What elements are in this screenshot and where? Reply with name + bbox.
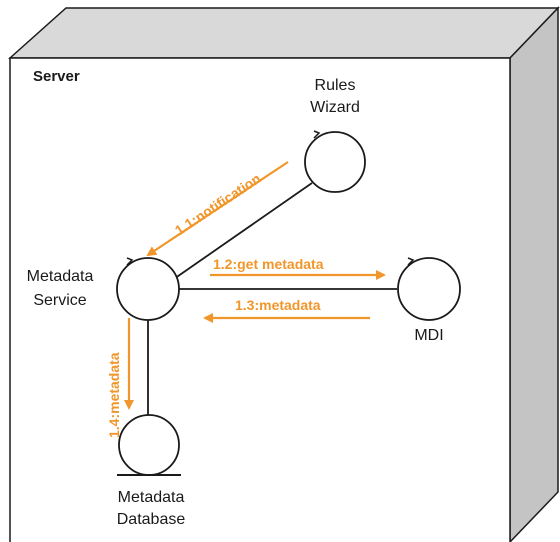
link-wizard-service xyxy=(170,182,313,282)
control-arrowhead xyxy=(126,257,134,266)
control-arrowhead xyxy=(313,130,321,139)
message-arrow-notification xyxy=(146,161,289,257)
rules-wizard-label-1: Rules xyxy=(315,77,356,94)
entity-circle xyxy=(118,414,180,476)
metadata-database-label-1: Metadata xyxy=(118,489,185,506)
message-label-metadata-store: 1.4:metadata xyxy=(106,352,122,438)
metadata-service-label-1: Metadata xyxy=(27,268,94,285)
node-side-face xyxy=(509,6,559,542)
metadata-database-object[interactable]: Metadata Database xyxy=(117,414,186,528)
node-top-face xyxy=(8,7,560,59)
metadata-service-label-2: Service xyxy=(33,292,86,309)
rules-wizard-label-2: Wizard xyxy=(310,99,360,116)
mdi-label: MDI xyxy=(414,327,443,344)
mdi-object[interactable]: MDI xyxy=(397,257,461,344)
metadata-service-object[interactable]: Metadata Service xyxy=(27,257,180,321)
rules-wizard-object[interactable]: Rules Wizard xyxy=(304,77,366,193)
message-label-metadata-return: 1.3:metadata xyxy=(235,297,321,313)
node-title: Server xyxy=(33,68,80,85)
control-arrowhead xyxy=(407,257,415,266)
message-label-get-metadata: 1.2:get metadata xyxy=(213,256,324,272)
control-circle xyxy=(397,257,461,321)
control-circle xyxy=(304,131,366,193)
metadata-database-label-2: Database xyxy=(117,511,186,528)
control-circle xyxy=(116,257,180,321)
